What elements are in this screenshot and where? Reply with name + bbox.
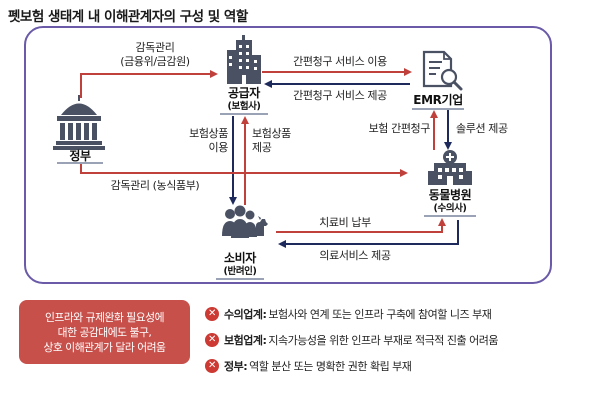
label-gov-to-insurer-line2: (금융위/금감원) bbox=[120, 55, 190, 68]
label-insurer-to-consumer-line1: 보험상품 bbox=[252, 127, 291, 140]
edge-consumer-to-hospital bbox=[276, 218, 446, 233]
label-insurer-to-consumer: 보험상품 제공 bbox=[252, 127, 310, 155]
government-name: 정부 bbox=[69, 149, 91, 163]
issue-item: ✕ 보험업계: 지속가능성을 위한 인프라 부재로 적극적 진출 어려움 bbox=[205, 327, 597, 352]
page-title: 펫보험 생태계 내 이해관계자의 구성 및 역할 bbox=[8, 5, 248, 25]
building-icon bbox=[227, 35, 261, 84]
issue-item: ✕ 정부: 역할 분산 또는 명확한 권한 확립 부재 bbox=[205, 353, 597, 378]
x-circle-icon: ✕ bbox=[205, 332, 219, 347]
label-hospital-to-consumer: 의료서비스 제공 bbox=[319, 249, 391, 262]
callout-line: 인프라와 규제완화 필요성에 bbox=[44, 310, 165, 324]
label-gov-to-insurer: 감독관리 (금융위/금감원) bbox=[100, 41, 210, 69]
insurer-subtitle: (보험사) bbox=[227, 101, 261, 112]
x-circle-icon: ✕ bbox=[205, 358, 219, 373]
government-underline bbox=[57, 162, 103, 164]
insurer-name: 공급자 bbox=[228, 86, 260, 100]
callout-line: 상호 이해관계가 달라 어려움 bbox=[43, 340, 167, 354]
edge-gov-to-hospital bbox=[80, 162, 408, 177]
label-insurer-to-emr: 간편청구 서비스 이용 bbox=[293, 55, 387, 68]
callout-box: 인프라와 규제완화 필요성에 대한 공감대에도 불구, 상호 이해관계가 달라 … bbox=[19, 300, 190, 364]
edge-gov-to-insurer bbox=[80, 70, 218, 98]
label-gov-to-hospital: 감독관리 (농식품부) bbox=[110, 179, 200, 192]
issue-item: ✕ 수의업계: 보험사와 연계 또는 인프라 구축에 참여할 니즈 부재 bbox=[205, 301, 597, 326]
label-emr-to-insurer: 간편청구 서비스 제공 bbox=[293, 89, 387, 102]
label-consumer-to-hospital: 치료비 납부 bbox=[319, 216, 371, 229]
label-consumer-to-insurer-line2: 이용 bbox=[208, 141, 229, 154]
edge-hospital-to-consumer bbox=[278, 220, 459, 248]
page-title-text: 펫보험 생태계 내 이해관계자의 구성 및 역할 bbox=[8, 9, 248, 25]
issue-text: 보험사와 연계 또는 인프라 구축에 참여할 니즈 부재 bbox=[268, 307, 492, 321]
x-circle-icon: ✕ bbox=[205, 306, 219, 321]
government-building-icon bbox=[53, 95, 105, 150]
hospital-icon bbox=[428, 150, 472, 185]
people-pet-icon bbox=[222, 205, 268, 238]
consumer-subtitle: (반려인) bbox=[223, 266, 257, 277]
insurer-underline bbox=[220, 113, 268, 115]
label-hospital-to-emr: 보험 간편청구 bbox=[368, 122, 431, 135]
consumer-underline bbox=[216, 278, 264, 280]
hospital-subtitle: (수의사) bbox=[433, 203, 467, 214]
label-gov-to-insurer-line1: 감독관리 bbox=[135, 41, 175, 54]
hospital-name: 동물병원 bbox=[428, 188, 472, 202]
issue-title: 정부: bbox=[224, 359, 248, 373]
issue-title: 수의업계: bbox=[224, 307, 267, 321]
emr-name: EMR기업 bbox=[413, 93, 463, 107]
label-insurer-to-consumer-line2: 제공 bbox=[252, 141, 272, 154]
label-consumer-to-insurer-line1: 보험상품 bbox=[189, 127, 228, 140]
callout-line: 대한 공감대에도 불구, bbox=[57, 325, 152, 339]
issue-title: 보험업계: bbox=[224, 333, 267, 347]
label-consumer-to-insurer: 보험상품 이용 bbox=[170, 127, 228, 155]
emr-underline bbox=[412, 108, 464, 110]
issue-text: 지속가능성을 위한 인프라 부재로 적극적 진출 어려움 bbox=[268, 333, 499, 347]
issue-text: 역할 분산 또는 명확한 권한 확립 부재 bbox=[249, 359, 412, 373]
ecosystem-frame bbox=[24, 26, 552, 284]
document-search-icon bbox=[422, 50, 463, 91]
label-emr-to-hospital: 솔루션 제공 bbox=[456, 122, 508, 135]
issues-list: ✕ 수의업계: 보험사와 연계 또는 인프라 구축에 참여할 니즈 부재 ✕ 보… bbox=[205, 301, 597, 379]
hospital-underline bbox=[424, 215, 476, 217]
consumer-name: 소비자 bbox=[224, 251, 256, 265]
